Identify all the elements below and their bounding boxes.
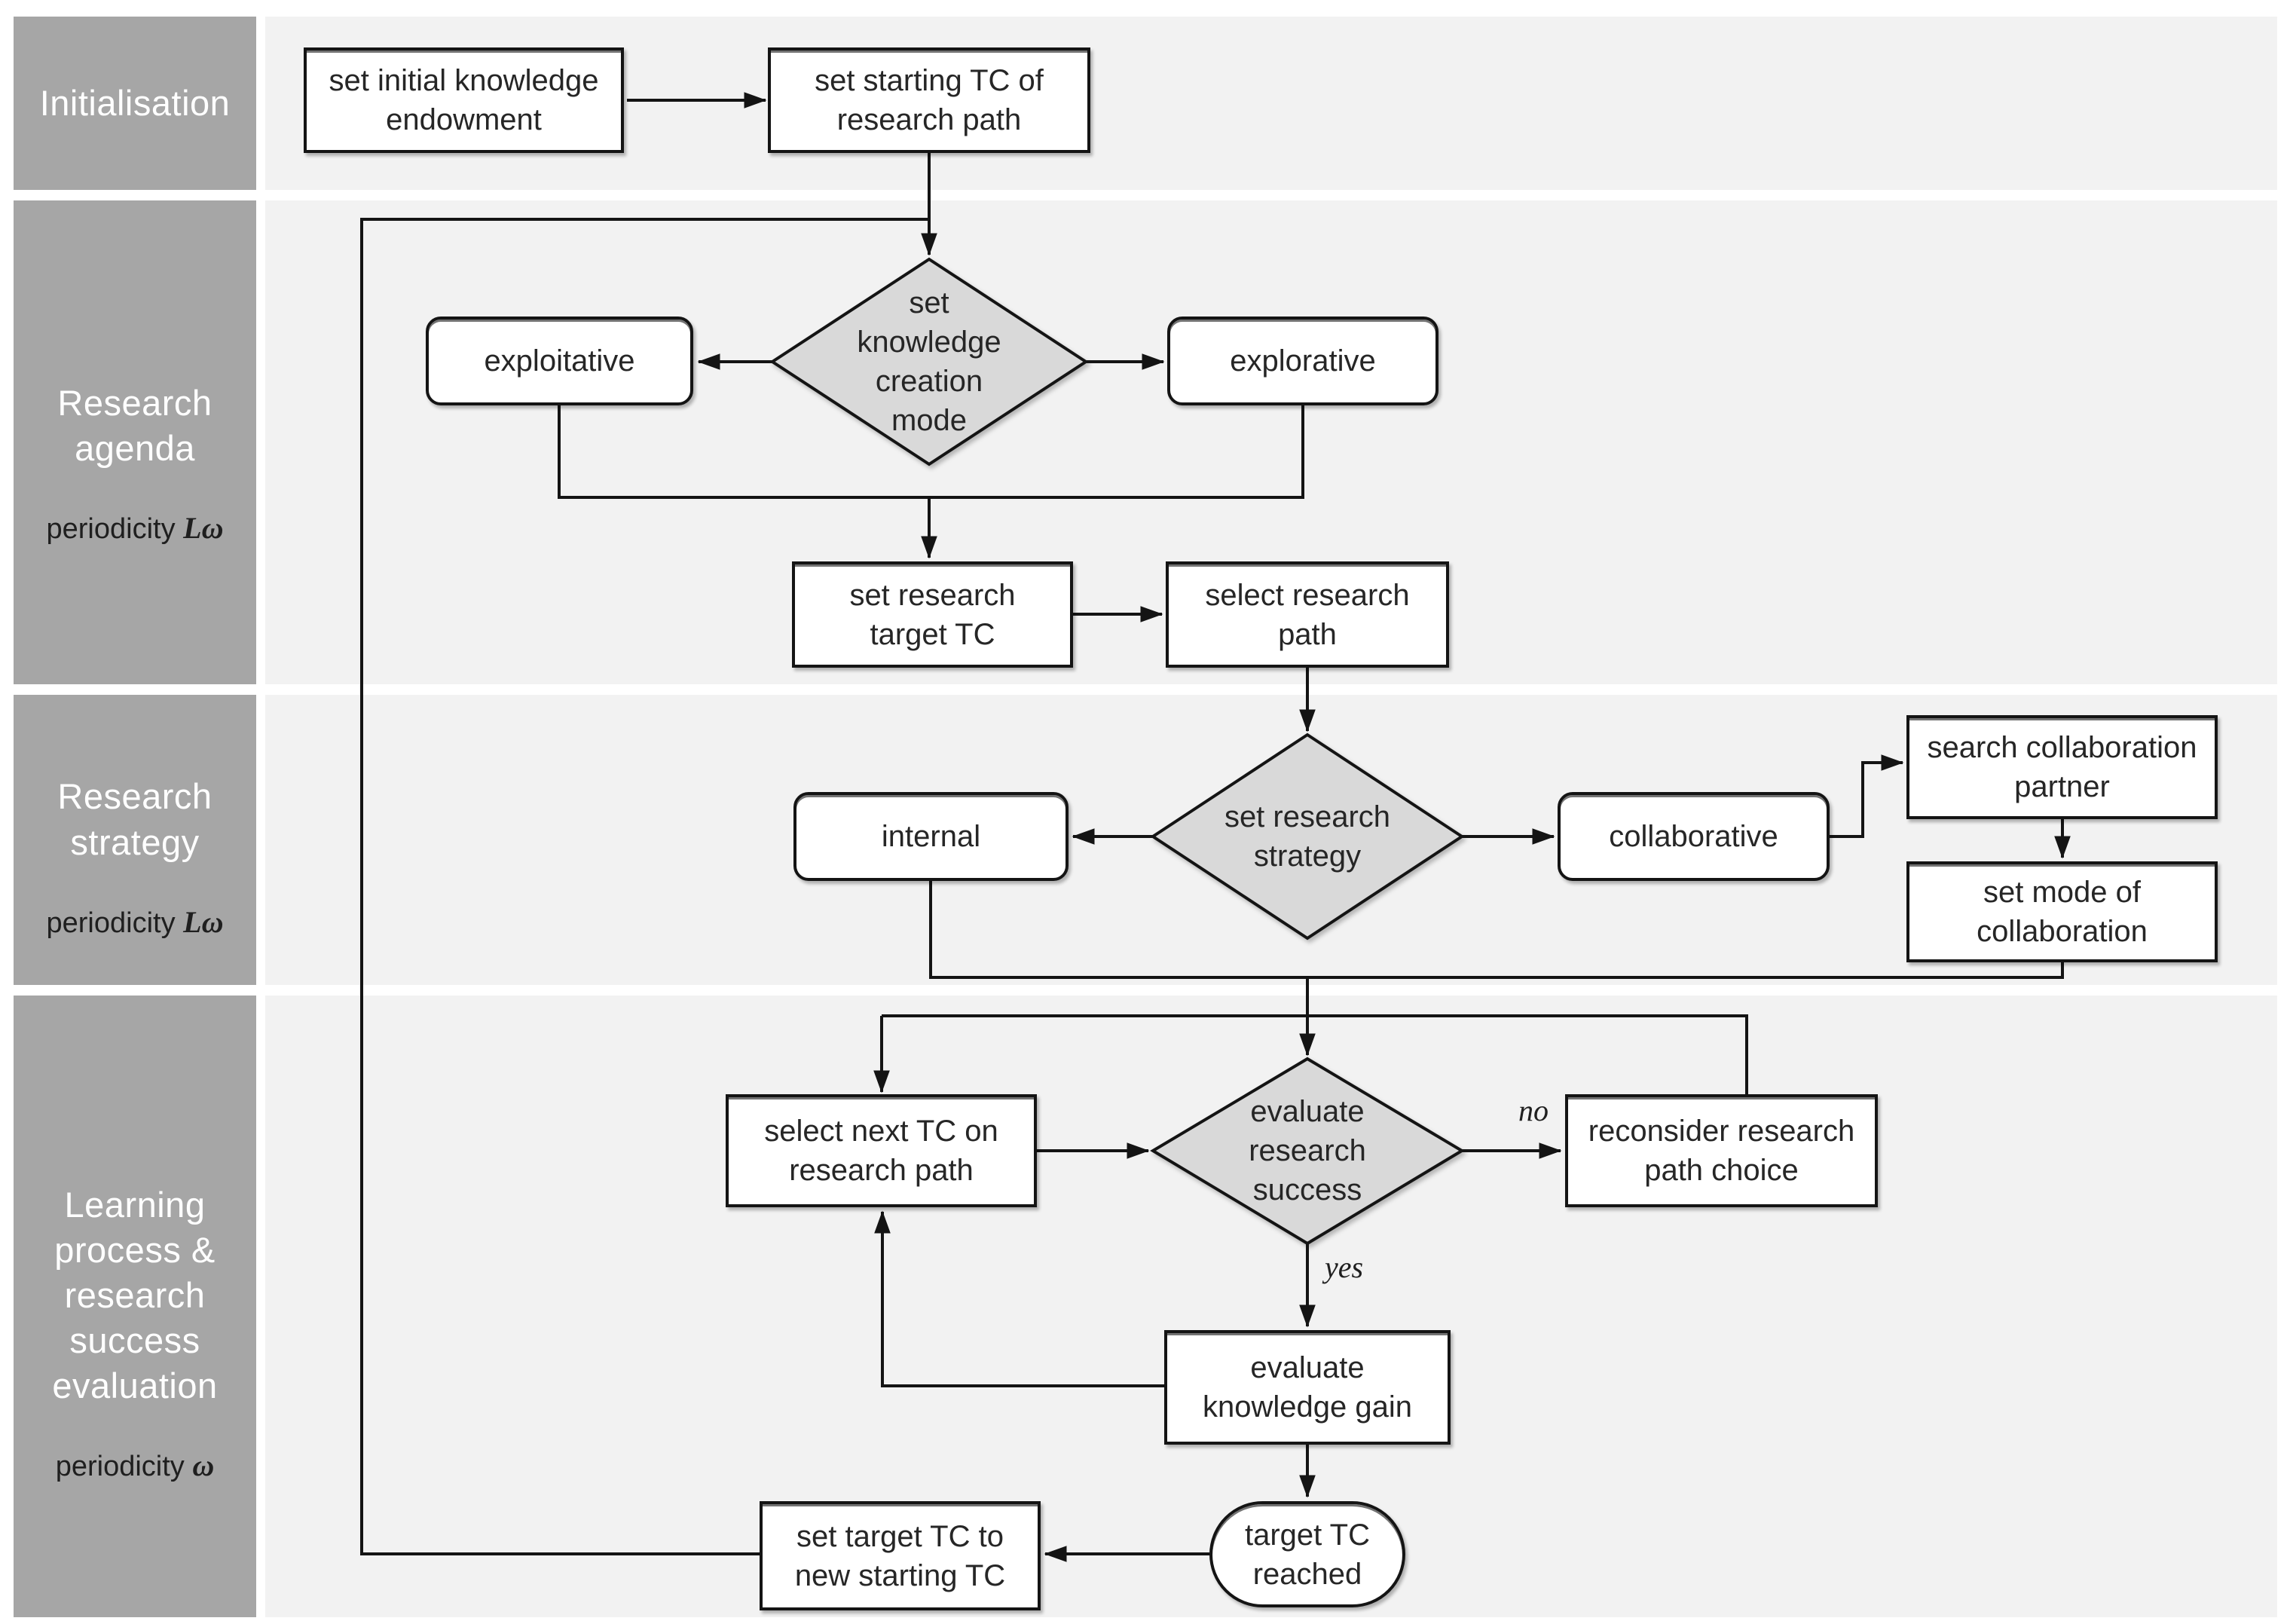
node-evaluate-knowledge-gain: evaluate knowledge gain — [1164, 1330, 1451, 1445]
band-research-strategy-periodicity: periodicity Lω — [47, 904, 224, 940]
node-explorative-label: explorative — [1230, 344, 1376, 378]
decision-evaluate-research-success-label: evaluate research success — [1194, 1090, 1420, 1211]
node-collaborative: collaborative — [1558, 792, 1830, 881]
decision-research-strategy-label: set research strategy — [1194, 791, 1420, 882]
connector-reconsider-return-line — [882, 1014, 1748, 1096]
decision-knowledge-creation-mode-text: set knowledge creation mode — [857, 286, 1001, 437]
periodicity-prefix: periodicity — [46, 513, 184, 546]
edge-label-yes: yes — [1325, 1250, 1364, 1284]
node-reconsider-path-choice: reconsider research path choice — [1565, 1094, 1878, 1207]
connector-mode-branches-merge — [558, 405, 1304, 499]
periodicity-symbol: ω — [192, 1448, 215, 1483]
band-research-agenda-periodicity: periodicity Lω — [47, 510, 224, 546]
node-select-research-path: select research path — [1166, 561, 1449, 668]
node-set-mode-of-collaboration: set mode of collaboration — [1906, 861, 2218, 962]
node-evaluate-knowledge-gain-label: evaluate knowledge gain — [1203, 1351, 1412, 1424]
connector-gain-loop-to-select-next — [874, 1210, 1164, 1387]
periodicity-symbol: Lω — [183, 511, 224, 546]
periodicity-symbol: Lω — [183, 904, 224, 939]
node-select-next-tc-label: select next TC on research path — [764, 1115, 998, 1187]
periodicity-prefix: periodicity — [46, 907, 184, 939]
decision-research-strategy — [1150, 732, 1465, 940]
node-set-research-target: set research target TC — [792, 561, 1073, 668]
node-select-next-tc: select next TC on research path — [726, 1094, 1037, 1207]
node-search-collaboration-partner: search collaboration partner — [1906, 715, 2218, 819]
periodicity-prefix: periodicity — [55, 1451, 193, 1483]
node-select-research-path-label: select research path — [1205, 578, 1410, 651]
node-target-tc-reached: target TC reached — [1209, 1501, 1405, 1607]
node-set-initial-knowledge: set initial knowledge endowment — [304, 47, 624, 153]
node-set-target-to-new-starting-label: set target TC to new starting TC — [794, 1519, 1006, 1592]
decision-evaluate-research-success-text: evaluate research success — [1249, 1095, 1366, 1207]
node-set-starting-tc-label: set starting TC of research path — [815, 64, 1044, 136]
node-search-collaboration-partner-label: search collaboration partner — [1927, 731, 2197, 803]
band-learning-process: Learning process & research success eval… — [14, 996, 256, 1617]
decision-knowledge-creation-mode-label: set knowledge creation mode — [816, 273, 1042, 451]
band-research-agenda-title: Research agenda — [57, 382, 212, 468]
node-explorative: explorative — [1167, 317, 1439, 405]
connector-big-loop-to-top — [360, 218, 929, 1555]
band-research-agenda: Research agenda periodicity Lω — [14, 200, 256, 684]
decision-research-strategy-text: set research strategy — [1224, 800, 1391, 873]
band-research-strategy-title: Research strategy — [57, 776, 212, 862]
band-initialisation: Initialisation — [14, 17, 256, 190]
node-collaborative-label: collaborative — [1609, 820, 1778, 853]
connector-internal-setmode-merge — [929, 881, 2064, 979]
node-set-starting-tc: set starting TC of research path — [768, 47, 1090, 153]
node-internal-label: internal — [881, 820, 981, 853]
node-set-initial-knowledge-label: set initial knowledge endowment — [329, 64, 599, 136]
band-learning-process-title: Learning process & research success eval… — [52, 1184, 218, 1406]
node-internal: internal — [793, 792, 1069, 881]
edge-label-no: no — [1518, 1093, 1549, 1127]
band-initialisation-title: Initialisation — [39, 82, 231, 123]
band-research-strategy: Research strategy periodicity Lω — [14, 695, 256, 985]
node-reconsider-path-choice-label: reconsider research path choice — [1588, 1115, 1855, 1187]
node-target-tc-reached-label: target TC reached — [1245, 1518, 1370, 1591]
node-set-mode-of-collaboration-label: set mode of collaboration — [1977, 876, 2148, 948]
node-exploitative-label: exploitative — [484, 344, 635, 378]
band-learning-process-periodicity: periodicity ω — [56, 1448, 215, 1483]
node-set-target-to-new-starting: set target TC to new starting TC — [760, 1501, 1041, 1610]
decision-knowledge-creation-mode — [769, 257, 1089, 466]
connector-collaborative-to-search-partner — [1830, 754, 1904, 838]
node-exploitative: exploitative — [426, 317, 693, 405]
node-set-research-target-label: set research target TC — [849, 578, 1016, 651]
